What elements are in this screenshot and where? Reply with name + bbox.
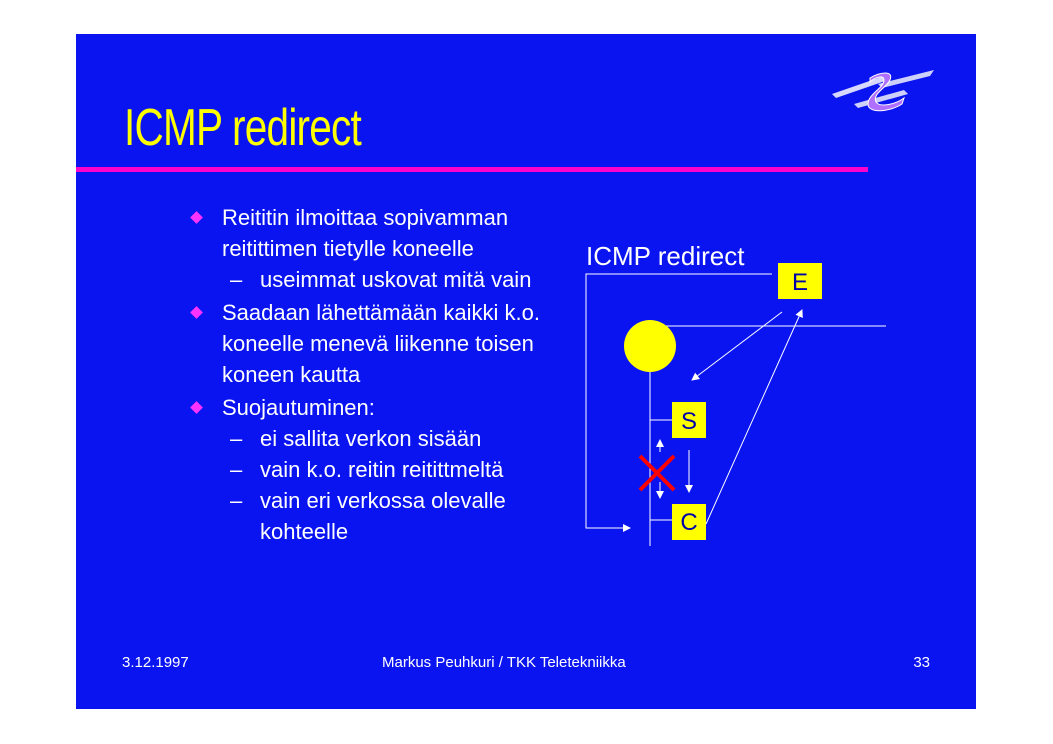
diamond-bullet-icon xyxy=(190,211,203,224)
logo-icon xyxy=(832,70,934,112)
router-node xyxy=(624,320,676,372)
bullet-text: Saadaan lähettämään kaikki k.o. koneelle… xyxy=(222,300,540,387)
arrow-c-to-e xyxy=(705,309,803,525)
bullet-list: Reititin ilmoittaa sopivamman reitittime… xyxy=(186,200,556,547)
dash-bullet: – xyxy=(230,488,243,513)
node-s xyxy=(672,402,706,438)
bullet-text: ei sallita verkon sisään xyxy=(260,426,482,451)
node-c xyxy=(672,504,706,540)
footer-date: 3.12.1997 xyxy=(122,654,189,671)
list-item: Saadaan lähettämään kaikki k.o. koneelle… xyxy=(186,297,556,390)
list-item: – vain eri verkossa olevalle kohteelle xyxy=(186,485,556,547)
slide: ICMP redirect Reititin ilmoittaa sopivam… xyxy=(76,34,976,709)
bullet-text: vain k.o. reitin reitittmeltä xyxy=(260,457,504,482)
blocked-x-icon xyxy=(638,454,676,492)
node-c-label: C xyxy=(680,509,697,536)
diamond-bullet-icon xyxy=(190,306,203,319)
list-item: Suojautuminen: xyxy=(186,392,556,423)
dash-bullet: – xyxy=(230,426,243,451)
dash-bullet: – xyxy=(230,457,243,482)
list-item: Reititin ilmoittaa sopivamman reitittime… xyxy=(186,202,556,264)
diagram-caption: ICMP redirect xyxy=(586,241,745,271)
bullet-text: Reititin ilmoittaa sopivamman reitittime… xyxy=(222,205,509,261)
footer-author: Markus Peuhkuri / TKK Teletekniikka xyxy=(382,654,626,671)
list-item: – vain k.o. reitin reitittmeltä xyxy=(186,454,556,485)
node-e xyxy=(778,263,822,299)
icmp-redirect-diagram: ICMP redirect E S C xyxy=(585,241,886,546)
page-number: 33 xyxy=(913,654,930,671)
redirect-path-line xyxy=(585,273,772,532)
node-s-label: S xyxy=(681,408,697,435)
arrow-e-to-s xyxy=(691,311,783,381)
slide-title: ICMP redirect xyxy=(124,99,362,157)
bullet-text: vain eri verkossa olevalle kohteelle xyxy=(260,488,506,544)
title-divider xyxy=(76,167,868,172)
node-e-label: E xyxy=(792,269,808,296)
diamond-bullet-icon xyxy=(190,401,203,414)
dash-bullet: – xyxy=(230,267,243,292)
list-item: – useimmat uskovat mitä vain xyxy=(186,264,556,295)
bullet-text: Suojautuminen: xyxy=(222,395,375,420)
list-item: – ei sallita verkon sisään xyxy=(186,423,556,454)
bullet-text: useimmat uskovat mitä vain xyxy=(260,267,532,292)
